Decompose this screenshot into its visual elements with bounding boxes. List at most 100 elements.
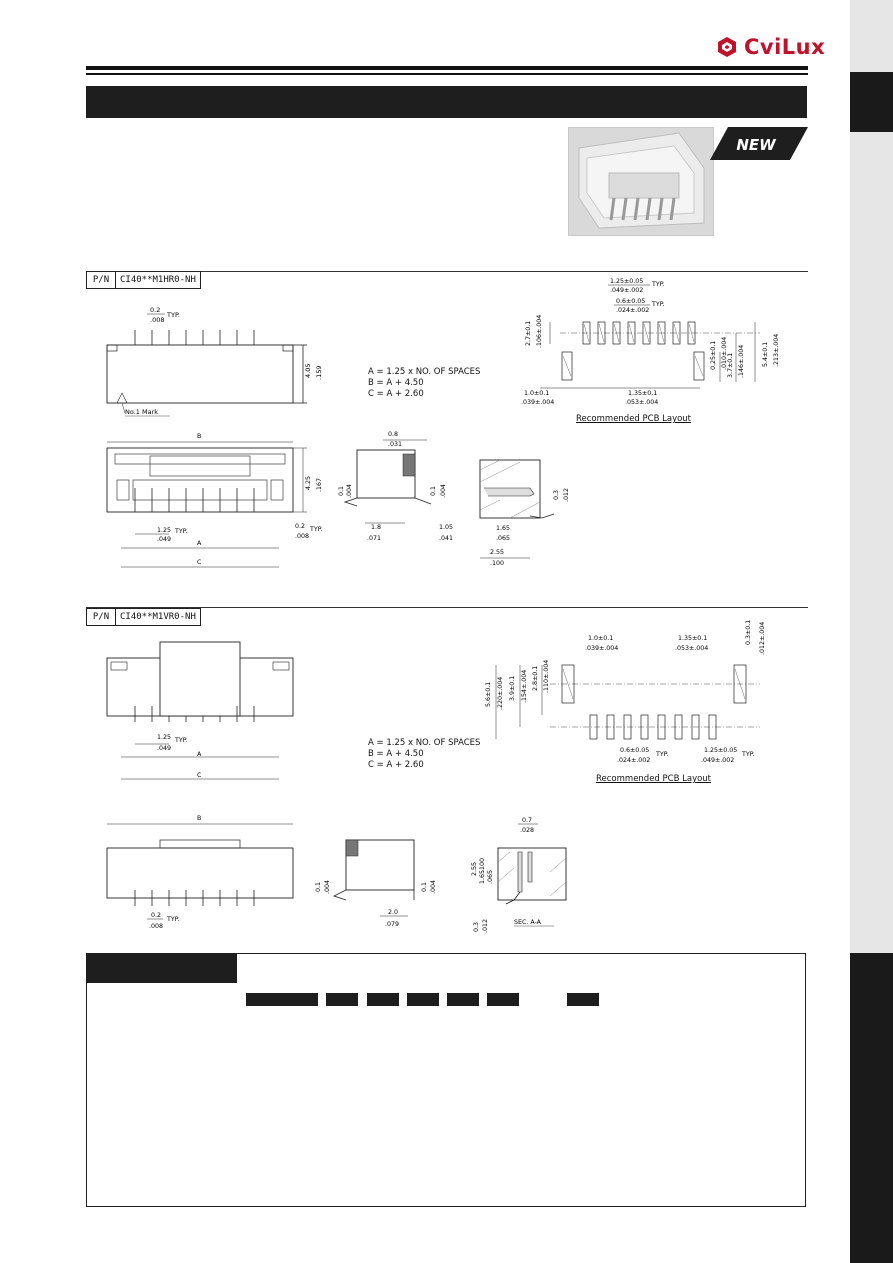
svg-text:.049: .049: [157, 745, 171, 752]
svg-text:1.35±0.1: 1.35±0.1: [628, 390, 657, 397]
svg-text:0.8: 0.8: [388, 431, 398, 438]
code-block-7: [567, 993, 599, 1006]
svg-text:2.7±0.1: 2.7±0.1: [525, 321, 532, 346]
svg-text:0.1: 0.1: [338, 486, 345, 496]
side-view-drawing: 0.2 .008 TYP. 4.05 .159 No.1 Mark: [106, 306, 323, 417]
svg-text:3.9±0.1: 3.9±0.1: [509, 676, 516, 701]
svg-text:.041: .041: [439, 535, 453, 542]
svg-text:0.2: 0.2: [151, 912, 161, 919]
svg-text:.110±.004: .110±.004: [543, 660, 550, 693]
pcb-caption-horizontal: Recommended PCB Layout: [576, 414, 692, 424]
svg-text:.004: .004: [430, 880, 437, 894]
brand-logo: CviLux: [716, 33, 825, 61]
svg-text:TYP.: TYP.: [174, 528, 188, 535]
formula-horizontal: A = 1.25 x NO. OF SPACES B = A + 4.50 C …: [368, 367, 481, 399]
code-block-6: [487, 993, 519, 1006]
svg-text:1.25: 1.25: [157, 734, 171, 741]
section-divider-2: [86, 607, 808, 608]
pn-box-vertical: P/N CI40**M1VR0-NH: [86, 608, 201, 626]
svg-text:.008: .008: [295, 533, 309, 540]
svg-text:.071: .071: [367, 535, 381, 542]
svg-text:0.7: 0.7: [522, 817, 532, 824]
pn-label: P/N: [87, 609, 116, 625]
header-rule-thin: [86, 73, 808, 75]
svg-text:.028: .028: [520, 827, 534, 834]
svg-text:.004: .004: [324, 880, 331, 894]
svg-text:TYP.: TYP.: [651, 301, 665, 308]
svg-text:4.05: 4.05: [304, 364, 312, 378]
svg-text:No.1 Mark: No.1 Mark: [125, 408, 158, 416]
svg-text:.024±.002: .024±.002: [616, 307, 649, 314]
svg-text:.012: .012: [563, 488, 570, 502]
svg-text:1.0±0.1: 1.0±0.1: [524, 390, 549, 397]
svg-text:0.3: 0.3: [473, 922, 480, 932]
svg-text:.010±.004: .010±.004: [721, 337, 728, 370]
new-badge: NEW: [710, 127, 808, 160]
svg-text:.049: .049: [157, 536, 171, 543]
svg-text:.106±.004: .106±.004: [536, 315, 543, 348]
svg-text:TYP.: TYP.: [174, 737, 188, 744]
svg-text:TYP.: TYP.: [309, 526, 323, 533]
svg-text:.012±.004: .012±.004: [759, 622, 766, 655]
svg-text:A: A: [197, 751, 202, 758]
svg-text:.100: .100: [490, 560, 504, 567]
svg-text:5.6±0.1: 5.6±0.1: [485, 682, 492, 707]
vertical-side-view: 0.1 .004 0.1 .004 2.0 .079: [315, 839, 437, 928]
svg-text:1.05: 1.05: [439, 524, 453, 531]
svg-text:TYP.: TYP.: [655, 751, 669, 758]
svg-text:.008: .008: [149, 923, 163, 930]
svg-text:.100: .100: [479, 858, 486, 872]
pn-box-horizontal: P/N CI40**M1HR0-NH: [86, 271, 201, 289]
pn-value: CI40**M1HR0-NH: [120, 275, 196, 285]
product-title-bar: [86, 86, 807, 118]
product-photo: [568, 127, 714, 236]
svg-text:0.3±0.1: 0.3±0.1: [745, 620, 752, 645]
svg-text:1.35±0.1: 1.35±0.1: [678, 635, 707, 642]
svg-text:B: B: [197, 433, 201, 440]
side-section-drawing: 0.8 .031 0.1 .004 0.1 .004 1.8 .071 1.05…: [338, 431, 453, 542]
side-tab-top: [850, 72, 893, 132]
pcb-layout-vertical: 1.0±0.1 .039±.004 1.35±0.1 .053±.004 0.3…: [485, 620, 766, 764]
svg-text:0.2: 0.2: [295, 523, 305, 530]
svg-text:1.65: 1.65: [496, 525, 510, 532]
svg-text:2.55: 2.55: [490, 549, 504, 556]
svg-text:.065: .065: [496, 535, 510, 542]
svg-text:2.55: 2.55: [471, 862, 478, 876]
svg-text:4.25: 4.25: [305, 476, 312, 490]
svg-text:1.25±0.05: 1.25±0.05: [610, 278, 643, 285]
svg-text:3.7±0.1: 3.7±0.1: [727, 353, 734, 378]
svg-text:.024±.002: .024±.002: [617, 757, 650, 764]
cvilux-mark-icon: [718, 37, 736, 57]
vertical-section-aa: 0.7 .028 2.55 .100 1.65 .065 0.3 .012 SE…: [471, 817, 567, 933]
svg-text:0.1: 0.1: [421, 882, 428, 892]
svg-text:.159: .159: [315, 366, 323, 380]
ordering-header-bar: [86, 953, 237, 983]
svg-text:.053±.004: .053±.004: [675, 645, 708, 652]
svg-text:.167: .167: [316, 478, 323, 492]
svg-text:1.0±0.1: 1.0±0.1: [588, 635, 613, 642]
svg-text:TYP.: TYP.: [651, 281, 665, 288]
svg-text:0.2: 0.2: [150, 306, 160, 314]
svg-text:.079: .079: [385, 921, 399, 928]
svg-text:0.1: 0.1: [430, 486, 437, 496]
svg-text:.049±.002: .049±.002: [701, 757, 734, 764]
svg-text:C: C: [197, 559, 202, 566]
svg-text:.039±.004: .039±.004: [521, 399, 554, 406]
svg-text:TYP.: TYP.: [166, 916, 180, 923]
top-view-drawing: B 4.25 .167 1.25 .049 TYP. 0.2 .008 TYP.…: [106, 433, 323, 568]
code-block-2: [326, 993, 358, 1006]
svg-text:.213±.004: .213±.004: [773, 334, 780, 367]
svg-text:2.0: 2.0: [388, 909, 398, 916]
svg-text:.146±.004: .146±.004: [738, 345, 745, 378]
svg-text:B: B: [197, 815, 201, 822]
svg-text:1.25±0.05: 1.25±0.05: [704, 747, 737, 754]
code-block-series: [246, 993, 318, 1006]
svg-text:2.8±0.1: 2.8±0.1: [532, 666, 539, 691]
vertical-top-view: 1.25 .049 TYP. A C: [106, 641, 294, 780]
svg-text:.049±.002: .049±.002: [610, 287, 643, 294]
svg-text:.053±.004: .053±.004: [625, 399, 658, 406]
brand-logo-text: CviLux: [744, 35, 826, 59]
svg-text:.065: .065: [487, 870, 494, 884]
new-badge-label: NEW: [736, 136, 777, 154]
pcb-layout-horizontal: 1.25±0.05 .049±.002 TYP. 0.6±0.05 .024±.…: [521, 278, 780, 406]
